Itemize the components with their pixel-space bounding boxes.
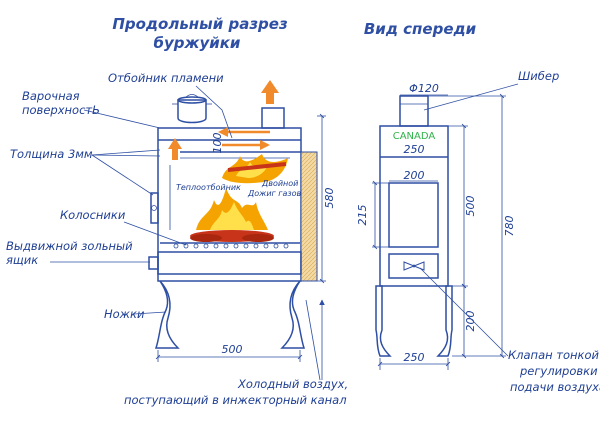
dim-front-body-height: 500 [464,196,477,217]
label-cooking-line2: поверхностЬ [22,103,100,117]
dim-front-bottom-width: 250 [404,351,425,364]
label-thickness: Толщина 3мм [10,147,93,161]
front-leg-left [375,285,392,357]
label-cold-air-line1: Холодный воздух, [237,377,348,391]
dim-height-580: 580 [323,188,336,209]
label-grates: Колосники [60,208,126,222]
label-damper: Шибер [518,69,559,83]
door-handle [150,192,159,224]
pot-icon [172,94,212,124]
dim-door-height: 215 [356,205,369,226]
ash-drawer [157,251,302,275]
hot-air-arrow-up-icon [261,80,279,104]
chimney [261,107,285,129]
dim-pipe-diameter: Φ120 [409,82,439,95]
inner-arrow-up-icon [168,138,182,160]
section-title-line2: буржуйки [154,34,241,52]
dim-width-500: 500 [222,343,243,356]
label-legs: Ножки [104,307,145,321]
front-ash-box [388,253,439,279]
brand-logo-text: CANADA [393,131,436,142]
front-body [379,125,449,287]
back-heat-wall [300,151,318,282]
upper-afterburn-flame [222,154,288,184]
front-view: CANADA Φ120 250 200 215 500 780 200 250 … [356,69,600,394]
dim-front-total-height: 780 [503,216,516,237]
front-view-title: Вид спереди [364,20,477,38]
label-ash-drawer-line1: Выдвижной зольный [6,239,133,253]
label-afterburn-line2: Дожиг газов [247,189,302,198]
label-valve-line1: Клапан тонкой [508,348,600,362]
label-valve-line3: подачи воздуха [510,380,600,394]
section-view: 100 580 500 Отбойник пламени Варочная по… [6,71,348,407]
leg-back [280,280,306,349]
label-heat-deflector: Теплоотбойник [176,183,241,192]
label-deflector: Отбойник пламени [108,71,224,85]
fire-logs [190,230,274,242]
fire-flame-icon [196,188,268,230]
label-cold-air-line2: поступающий в инжекторный канал [124,393,347,407]
label-afterburn-line1: Двойной [261,179,298,188]
front-door [388,182,439,248]
label-cooking-line1: Варочная [22,89,80,103]
section-title-line1: Продольный разрез [112,15,288,33]
front-pipe [399,95,429,127]
leg-front [154,280,180,349]
label-valve-line2: регулировки [519,364,598,378]
dim-gap-100: 100 [211,133,224,154]
dim-front-top-width: 250 [404,143,425,156]
ash-drawer-handle [148,256,159,270]
butterfly-valve-icon [403,261,425,271]
front-leg-right [436,285,453,357]
grate-bars [173,243,289,249]
dim-door-width: 200 [404,169,425,182]
label-ash-drawer-line2: ящик [6,253,38,267]
